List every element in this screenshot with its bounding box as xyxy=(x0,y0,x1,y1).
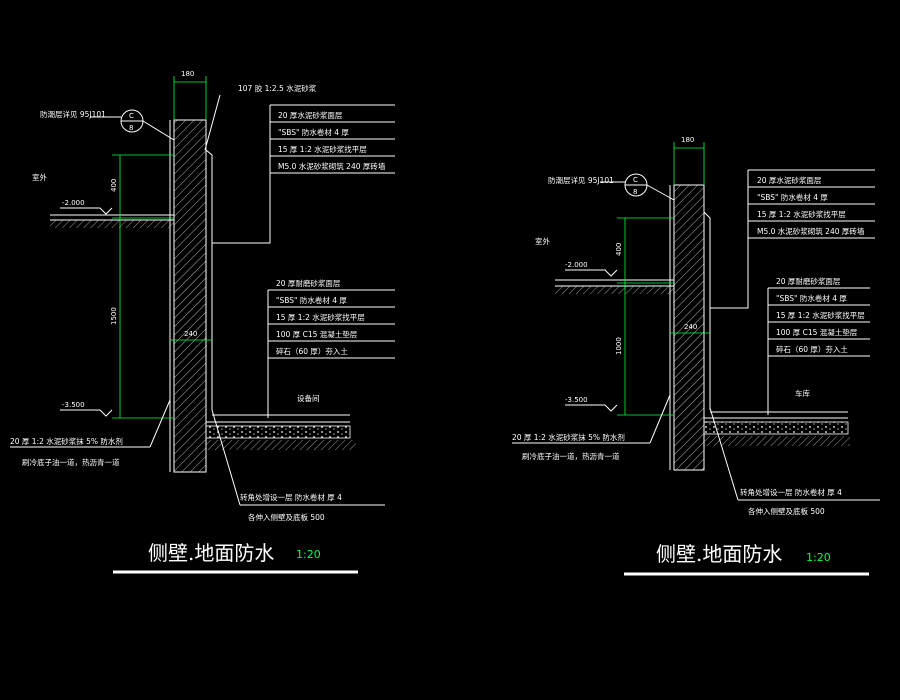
level-floor: -3.500 xyxy=(565,396,588,404)
wall-layer-1: 20 厚水泥砂浆面层 xyxy=(757,175,822,185)
outdoor-label: 室外 xyxy=(535,236,550,246)
plaster-note-1: 20 厚 1:2 水泥砂浆抹 5% 防水剂 xyxy=(10,436,123,446)
ref-circle-bottom: 8 xyxy=(633,188,637,196)
floor-layer-4: 100 厚 C15 混凝土垫层 xyxy=(776,327,858,337)
dim-lower: 1500 xyxy=(110,307,118,325)
plaster-note-2: 刷冷底子油一道，热沥青一道 xyxy=(522,451,620,461)
detail-title: 侧壁.地面防水 xyxy=(148,541,274,565)
ref-circle-top: C xyxy=(633,176,638,184)
detail-scale: 1:20 xyxy=(806,551,831,564)
damp-label: 防潮层详见 95J101 xyxy=(40,109,106,119)
dim-wall-width: 180 xyxy=(181,70,194,78)
plaster-note-2: 刷冷底子油一道，热沥青一道 xyxy=(22,457,120,467)
damp-label: 防潮层详见 95J101 xyxy=(548,175,614,185)
dim-wall-width: 180 xyxy=(681,136,694,144)
brick-wall xyxy=(673,184,705,471)
outdoor-label: 室外 xyxy=(32,172,47,182)
floor-layer-2: "SBS" 防水卷材 4 厚 xyxy=(276,295,347,305)
wall-finish-line xyxy=(174,119,213,410)
detail-scale: 1:20 xyxy=(296,548,321,561)
brick-wall xyxy=(173,119,207,473)
top-note: 107 胶 1:2.5 水泥砂浆 xyxy=(238,83,317,93)
dim-240: 240 xyxy=(684,323,697,331)
room-label: 车库 xyxy=(795,388,810,398)
ref-circle-top: C xyxy=(129,112,134,120)
wall-layer-1: 20 厚水泥砂浆面层 xyxy=(278,110,343,120)
dim-240: 240 xyxy=(184,330,197,338)
dim-upper: 400 xyxy=(110,179,118,192)
floor-layer-2: "SBS" 防水卷材 4 厚 xyxy=(776,293,847,303)
corner-note: 转角处增设一层 防水卷材 厚 4 xyxy=(740,487,842,497)
level-floor: -3.500 xyxy=(62,401,85,409)
floor-layer-3: 15 厚 1:2 水泥砂浆找平层 xyxy=(776,310,865,320)
wall-layer-3: 15 厚 1:2 水泥砂浆找平层 xyxy=(757,209,846,219)
level-outdoor: -2.000 xyxy=(565,261,588,269)
detail-right: 180 防潮层详见 95J101 C 8 室外 -2.000 -3.500 40… xyxy=(512,136,880,576)
detail-title: 侧壁.地面防水 xyxy=(656,542,782,566)
plaster-note-1: 20 厚 1:2 水泥砂浆抹 5% 防水剂 xyxy=(512,432,625,442)
floor-layer-1: 20 厚耐磨砂浆面层 xyxy=(276,278,341,288)
floor-layer-3: 15 厚 1:2 水泥砂浆找平层 xyxy=(276,312,365,322)
wall-layer-2: "SBS" 防水卷材 4 厚 xyxy=(757,192,828,202)
extend-note: 各伸入侧壁及底板 500 xyxy=(248,512,325,522)
dim-upper: 400 xyxy=(615,243,623,256)
floor-layer-1: 20 厚耐磨砂浆面层 xyxy=(776,276,841,286)
wall-layer-2: "SBS" 防水卷材 4 厚 xyxy=(278,127,349,137)
floor-layer-5: 碎石（60 厚）夯入土 xyxy=(776,344,848,354)
corner-note: 转角处增设一层 防水卷材 厚 4 xyxy=(240,492,342,502)
wall-layer-3: 15 厚 1:2 水泥砂浆找平层 xyxy=(278,144,367,154)
wall-layer-4: M5.0 水泥砂浆砌筑 240 厚砖墙 xyxy=(757,226,865,236)
floor-layer-5: 碎石（60 厚）夯入土 xyxy=(276,346,348,356)
floor-layer-4: 100 厚 C15 混凝土垫层 xyxy=(276,329,358,339)
wall-layer-4: M5.0 水泥砂浆砌筑 240 厚砖墙 xyxy=(278,161,386,171)
level-outdoor: -2.000 xyxy=(62,199,85,207)
extend-note: 各伸入侧壁及底板 500 xyxy=(748,506,825,516)
dim-lower: 1000 xyxy=(615,337,623,355)
detail-left: 180 107 胶 1:2.5 水泥砂浆 防潮层详见 95J101 C 8 室外… xyxy=(10,70,395,574)
room-label: 设备间 xyxy=(297,393,320,403)
ref-circle-bottom: 8 xyxy=(129,124,133,132)
